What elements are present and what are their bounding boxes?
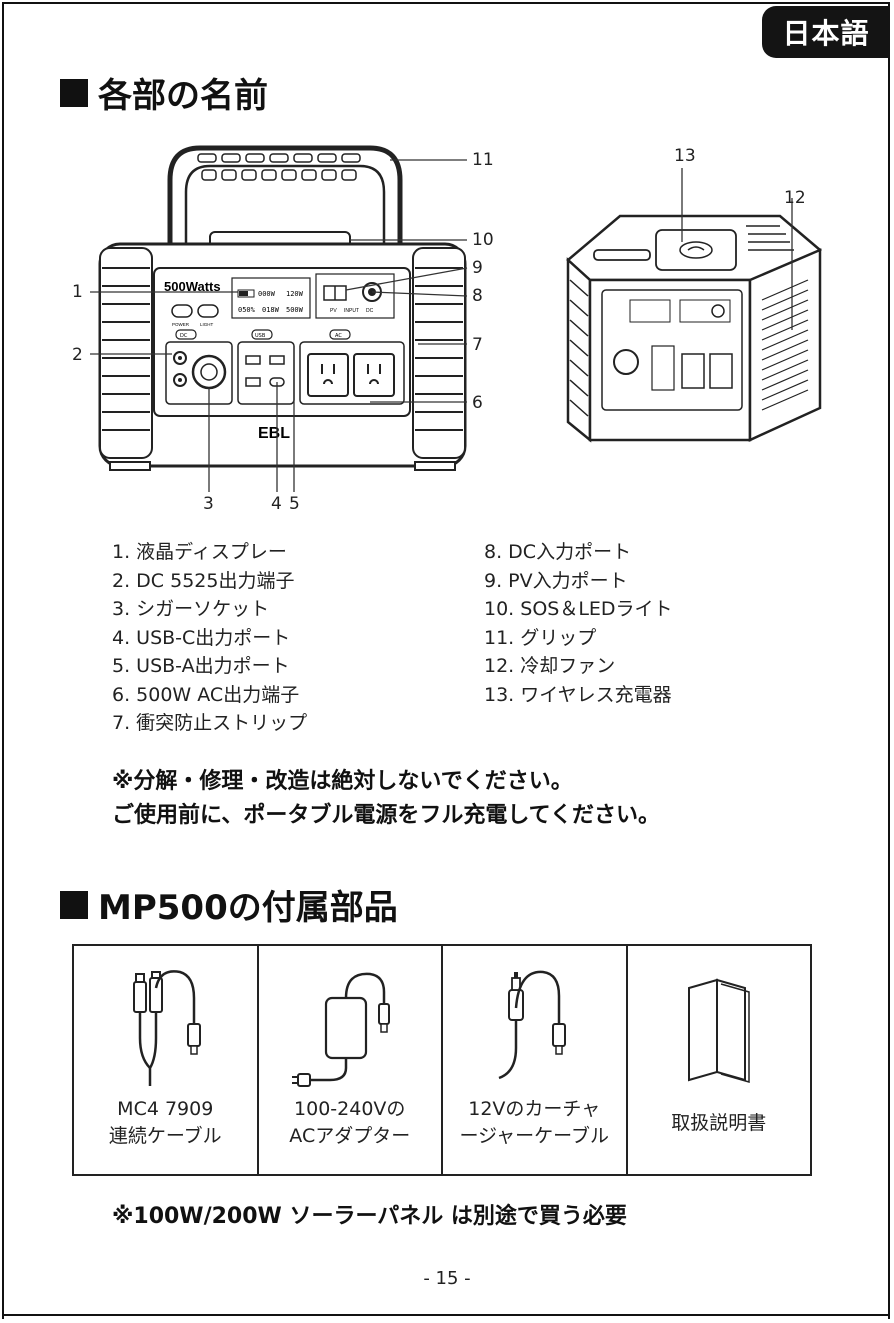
part-item: 6. 500W AC出力端子 (112, 683, 300, 706)
part-item: 2. DC 5525出力端子 (112, 569, 295, 592)
part-item: 8. DC入力ポート (484, 541, 632, 563)
power-station-front-diagram: 500Watts 000W 120W 050% 018W 500W POWER … (90, 145, 468, 492)
callout-9: 9 (472, 258, 483, 278)
mc4-cable-icon (133, 970, 202, 1086)
pv-label: PV (330, 308, 337, 314)
callout-3: 3 (203, 494, 214, 514)
dc-in-label: DC (366, 308, 374, 314)
language-tab: 日本語 (762, 6, 890, 58)
lcd-row2-right: 500W (286, 306, 304, 314)
part-item: 1. 液晶ディスプレー (112, 541, 287, 563)
section-title-parts: 各部の名前 (60, 68, 268, 117)
ac-adapter-icon (291, 972, 390, 1087)
title-square-icon (60, 890, 88, 919)
accessory-label: 12Vのカーチャ ージャーケーブル (459, 1098, 610, 1147)
accessory-label: 取扱説明書 (671, 1112, 767, 1134)
accessory-cell: 12Vのカーチャ ージャーケーブル (443, 946, 628, 1174)
part-item: 7. 衝突防止ストリップ (112, 712, 308, 734)
parts-list-left: 1. 液晶ディスプレー 2. DC 5525出力端子 3. シガーソケット 4.… (112, 538, 307, 738)
solar-panel-note: ※100W/200W ソーラーパネル は別途で買う必要 (112, 1204, 627, 1229)
brand-top-text: 500Watts (164, 279, 221, 294)
callout-13: 13 (674, 146, 696, 166)
section-title-text: MP500の付属部品 (98, 888, 398, 928)
power-label: POWER (172, 322, 190, 327)
charge-notice: ご使用前に、ポータブル電源をフル充電してください。 (112, 803, 661, 828)
car-charger-icon (498, 970, 567, 1080)
accessory-label: 100-240Vの ACアダプター (289, 1098, 411, 1147)
part-item: 9. PV入力ポート (484, 569, 628, 592)
part-item: 5. USB-A出力ポート (112, 655, 290, 677)
accessory-cell: 取扱説明書 (628, 946, 811, 1174)
callout-4: 4 (271, 494, 282, 514)
part-item: 4. USB-C出力ポート (112, 626, 291, 649)
light-label: LIGHT (200, 322, 214, 327)
accessory-cell: 100-240Vの ACアダプター (259, 946, 443, 1174)
manual-icon (687, 978, 750, 1083)
callout-8: 8 (472, 286, 483, 306)
section-title-accessories: MP500の付属部品 (60, 880, 398, 929)
callout-10: 10 (472, 230, 494, 250)
lcd-row1-right: 120W (286, 290, 304, 298)
callout-6: 6 (472, 393, 483, 413)
brand-bottom-text: EBL (258, 425, 290, 442)
part-item: 13. ワイヤレス充電器 (484, 683, 672, 706)
ac-tag: AC (335, 333, 342, 339)
parts-list-right: 8. DC入力ポート 9. PV入力ポート 10. SOS＆LEDライト 11.… (484, 538, 673, 709)
callout-2: 2 (72, 345, 83, 365)
section-title-text: 各部の名前 (98, 76, 268, 116)
input-label: INPUT (344, 308, 359, 314)
dc-tag: DC (180, 333, 188, 339)
callout-7: 7 (472, 335, 483, 355)
accessory-label: MC4 7909 連続ケーブル (108, 1098, 222, 1147)
accessory-cell: MC4 7909 連続ケーブル (74, 946, 259, 1174)
accessories-table: MC4 7909 連続ケーブル 100-240Vの ACアダプター (72, 944, 812, 1176)
callout-5: 5 (289, 494, 300, 514)
callout-1: 1 (72, 282, 83, 302)
warning-notice: ※分解・修理・改造は絶対しないでください。 (112, 769, 573, 794)
part-item: 12. 冷却ファン (484, 655, 616, 677)
power-station-side-diagram (566, 168, 823, 443)
part-item: 11. グリップ (484, 626, 597, 649)
part-item: 3. シガーソケット (112, 598, 270, 620)
lcd-row2-mid: 018W (262, 306, 280, 314)
page-number: - 15 - (423, 1268, 471, 1289)
bottom-rule (2, 1314, 890, 1316)
lcd-row2-left: 050% (238, 306, 256, 314)
part-item: 10. SOS＆LEDライト (484, 598, 673, 620)
usb-tag: USB (255, 333, 266, 339)
callout-11: 11 (472, 150, 494, 170)
lcd-row1-left: 000W (258, 290, 276, 298)
title-square-icon (60, 78, 88, 107)
callout-12: 12 (784, 188, 806, 208)
